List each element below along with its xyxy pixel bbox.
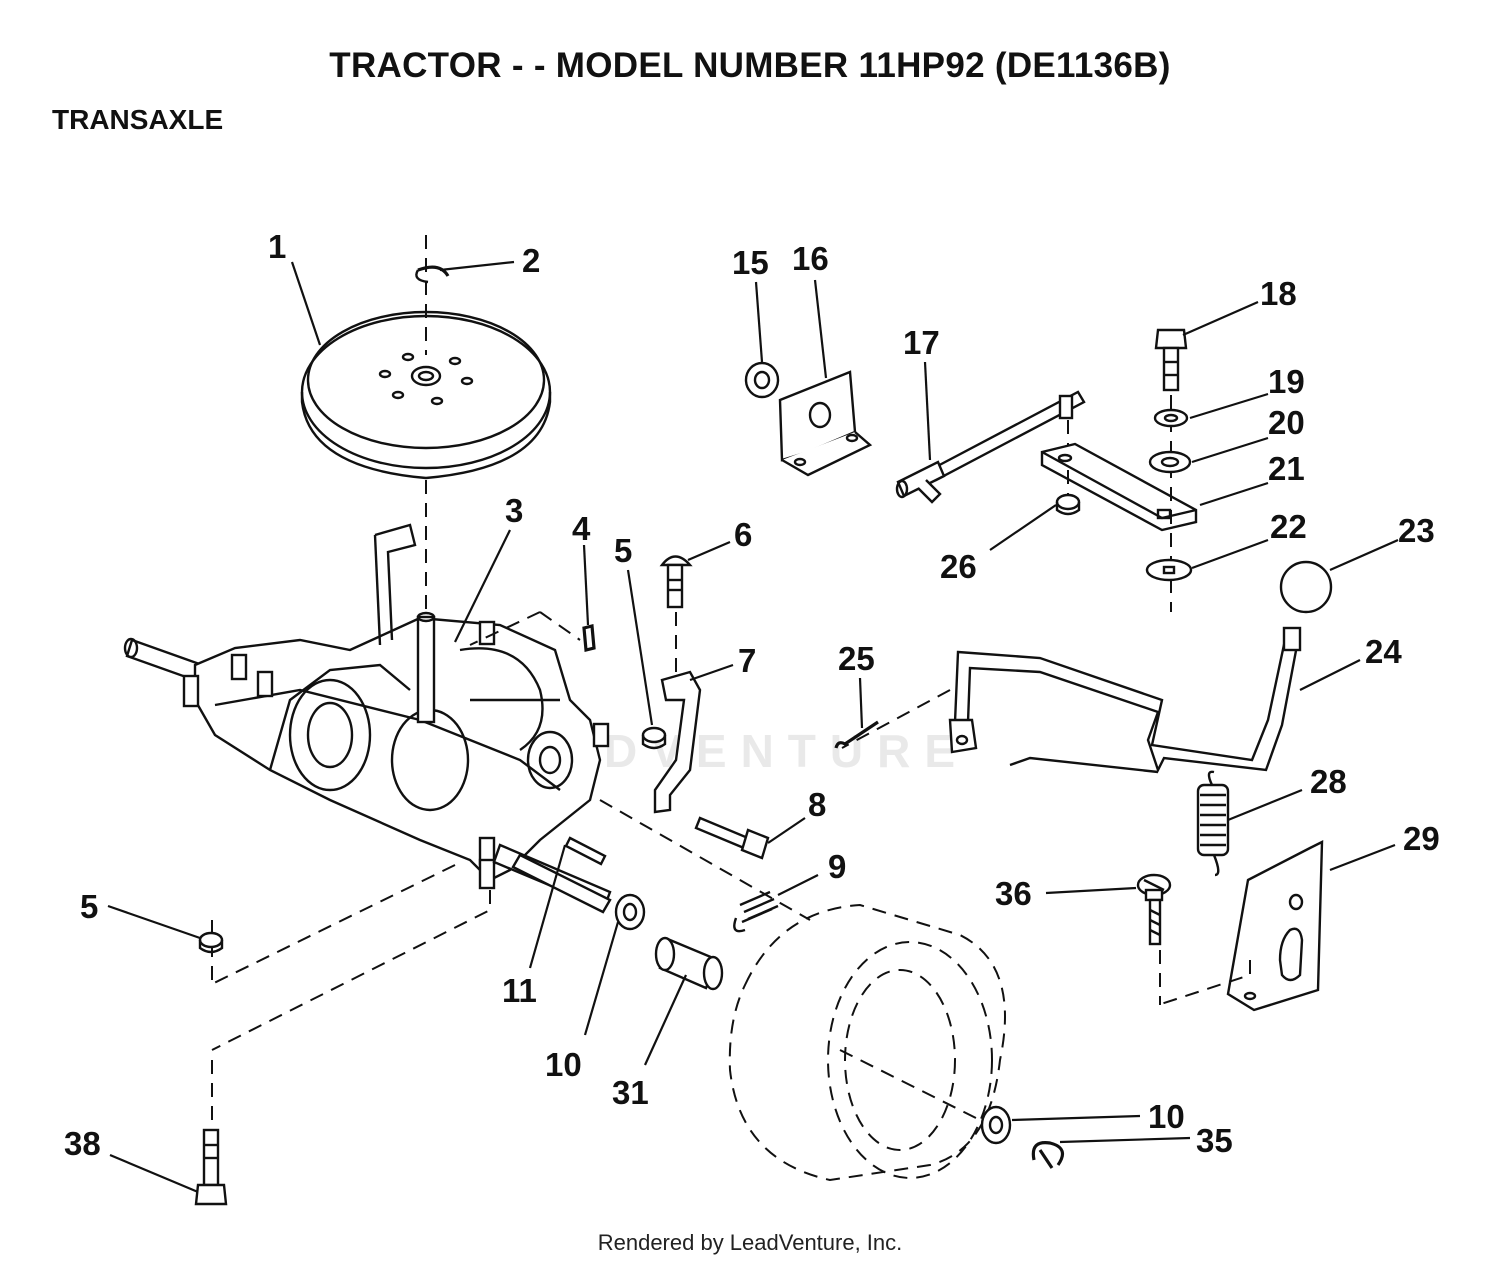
part-18-bolt [1154,328,1188,392]
part-31-spacer [654,936,724,991]
callout-31: 31 [612,1074,649,1111]
callout-11: 11 [502,972,537,1009]
part-21-plate [1040,442,1198,532]
part-38-bolt [194,1128,228,1206]
callout-3: 3 [505,492,523,529]
part-9-spring [733,890,779,933]
part-2-e-clip [415,265,450,284]
axis-line [209,864,456,986]
part-10-washer [614,893,646,931]
part-8-bolt [694,816,770,860]
callout-6: 6 [734,516,752,553]
part-26-nut [1055,493,1081,516]
part-16-bracket [778,370,873,477]
callout-35: 35 [1196,1122,1233,1159]
callout-22: 22 [1270,508,1307,545]
part-4-key [582,623,596,653]
callout-23: 23 [1398,512,1435,549]
part-19-washer [1153,408,1189,428]
part-36-screw [1136,873,1172,946]
callout-9: 9 [828,848,846,885]
callout-10-right: 10 [1148,1098,1185,1135]
callout-28: 28 [1310,763,1347,800]
callout-7: 7 [738,642,756,679]
callout-19: 19 [1268,363,1305,400]
callout-1: 1 [268,228,286,265]
callout-21: 21 [1268,450,1305,487]
leader-lines [107,260,1399,1194]
axis-line [841,689,951,749]
axis-line [1157,960,1251,1006]
part-20-washer [1148,450,1192,474]
part-5-nut-lower [198,931,224,954]
part-6-carriage-bolt [659,555,693,609]
callout-29: 29 [1403,820,1440,857]
callout-25: 25 [838,640,875,677]
axis-line [539,611,581,641]
callout-4: 4 [572,510,591,547]
part-3-transaxle-housing [123,523,612,910]
footer-credit: Rendered by LeadVenture, Inc. [597,1230,903,1255]
callout-8: 8 [808,786,826,823]
callout-15: 15 [732,244,769,281]
part-5-nut [641,726,667,750]
part-11-shaft-key [511,836,612,914]
callout-numbers: 1 2 3 4 5 6 7 5 8 9 11 10 31 38 15 16 17… [64,228,1440,1162]
callout-36: 36 [995,875,1032,912]
part-24-shift-lever [948,626,1302,774]
page-title: TRACTOR - - MODEL NUMBER 11HP92 (DE1136B… [329,46,1171,85]
callout-2: 2 [522,242,540,279]
axis-line [469,611,541,646]
part-15-washer [744,361,780,399]
callout-20: 20 [1268,404,1305,441]
callout-5-lower: 5 [80,888,98,925]
callout-38: 38 [64,1125,101,1162]
part-28-spring [1196,770,1230,877]
callout-24: 24 [1365,633,1402,670]
callout-5: 5 [614,532,632,569]
section-title: TRANSAXLE [52,104,224,135]
callout-17: 17 [903,324,940,361]
callout-16: 16 [792,240,829,277]
part-17-rod [895,390,1086,504]
part-25-cotter-pin [834,720,879,749]
axis-line [211,890,491,1051]
part-7-bracket [653,670,702,814]
callout-10: 10 [545,1046,582,1083]
callout-26: 26 [940,548,977,585]
callout-18: 18 [1260,275,1297,312]
part-35-clip [1031,1141,1065,1169]
axis-line [599,799,811,921]
part-22-washer [1145,558,1193,582]
rear-wheel-outline [728,903,1006,1182]
part-23-knob [1279,560,1333,614]
part-29-bracket [1226,840,1324,1012]
part-10-washer-right [980,1105,1012,1145]
part-1-pulley [300,310,552,480]
